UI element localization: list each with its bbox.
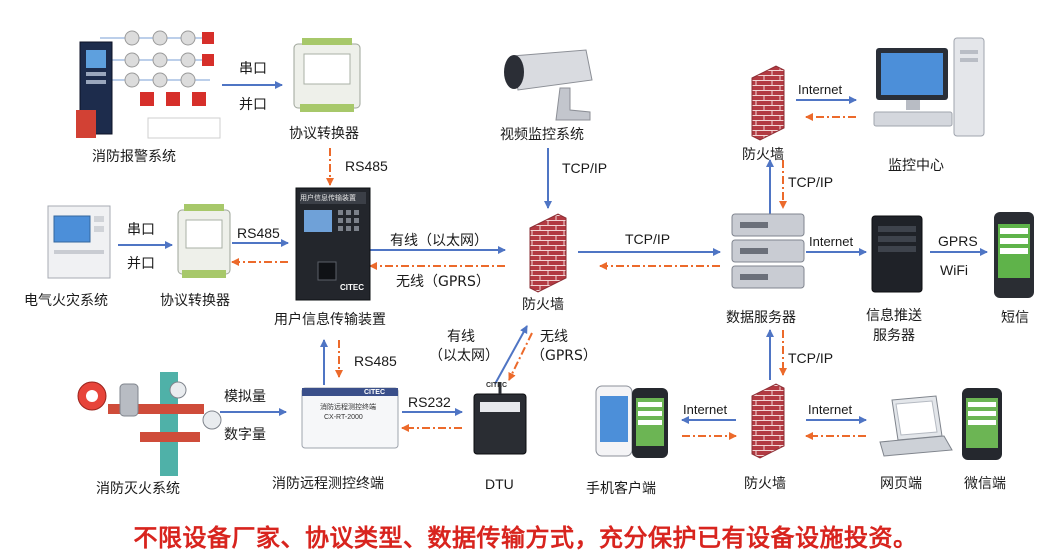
link-dtu-to-firewall-mid [494,325,533,385]
link-label-tcpip-video: TCP/IP [562,160,608,176]
label-electric-fire: 电气火灾系统 [24,293,108,309]
footer-slogan: 不限设备厂家、协议类型、数据传输方式，充分保护已有设备设施投资。 [133,524,918,552]
label-dtu: DTU [485,476,514,492]
data-server-image [731,213,805,289]
label-extinguish: 消防灭火系统 [96,481,180,497]
link-label-rs232: RS232 [408,394,451,410]
link-label-internet-push: Internet [809,234,854,249]
link-label-wired-2: （以太网） [429,348,499,364]
link-firewall-top-to-monitor [796,96,857,121]
link-firewall-bottom-to-mobile [681,416,737,440]
label-push-server-1: 信息推送 [866,308,922,324]
link-label-wired-eth: 有线（以太网） [390,233,488,249]
label-wechat: 微信端 [964,476,1006,492]
terminal-model-text: CX-RT-2000 [324,414,363,421]
video-camera-image [504,49,593,121]
link-label-internet-mobile: Internet [683,402,728,417]
push-server-image [871,215,923,293]
panel-brand-text: CITEC [340,283,364,292]
link-label-wireless-2: （GPRS） [531,348,597,364]
link-label-serial-top: 串口 [239,61,267,77]
link-terminal-to-panel [320,339,343,385]
mobile-client-image [595,385,668,458]
label-user-device: 用户信息传输装置 [274,312,386,328]
link-panel-to-firewall-mid [369,246,506,270]
protocol-converter-top-image [293,38,361,112]
electric-fire-system-image [47,205,111,279]
link-label-tcpip-bottom: TCP/IP [788,350,834,366]
label-monitor-center: 监控中心 [888,158,944,174]
terminal-title-text: 消防远程测控终端 [320,403,376,411]
link-firewall-bottom-to-server [766,329,787,380]
label-remote-terminal: 消防远程测控终端 [272,476,384,492]
link-label-rs485-left: RS485 [237,225,280,241]
terminal-brand-text: CITEC [364,389,385,396]
label-firewall-top: 防火墙 [742,147,784,163]
link-label-wired-1: 有线 [447,329,475,345]
wechat-phone-image [962,388,1002,460]
protocol-converter-left-image [177,204,231,278]
link-firewall-mid-to-server [578,248,721,270]
link-firewall-bottom-to-web [805,416,867,440]
link-label-tcpip-mid: TCP/IP [625,231,671,247]
label-firewall-mid: 防火墙 [522,297,564,313]
link-server-to-firewall-top [766,159,787,215]
label-video: 视频监控系统 [500,127,584,143]
link-terminal-to-dtu [401,408,463,432]
label-mobile-client: 手机客户端 [586,481,656,497]
link-label-gprs: GPRS [938,233,978,249]
dtu-brand-text: CITEC [486,382,507,389]
web-laptop-image [879,395,953,457]
remote-terminal-image [301,387,399,449]
link-label-parallel-left: 并口 [127,256,155,272]
monitor-center-image [873,37,985,137]
firewall-bottom-image [751,383,785,459]
label-protocol-converter-top: 协议转换器 [289,126,359,142]
link-converter-left-to-panel [231,239,289,266]
link-label-parallel-top: 并口 [239,97,267,113]
user-info-device-image [295,187,371,301]
link-label-rs485-top: RS485 [345,158,388,174]
link-label-internet-web: Internet [808,402,853,417]
panel-title-text: 用户信息传输装置 [300,194,356,202]
link-label-wifi: WiFi [940,262,968,278]
link-label-digital: 数字量 [224,427,266,443]
label-web: 网页端 [880,476,922,492]
label-firewall-bottom: 防火墙 [744,476,786,492]
extinguish-system-image [77,372,222,476]
label-fire-alarm: 消防报警系统 [92,149,176,165]
fire-alarm-system-image [76,30,221,139]
link-label-rs485-bottom: RS485 [354,353,397,369]
link-label-internet-monitor: Internet [798,82,843,97]
sms-phone-image [994,212,1034,298]
firewall-top-image [751,65,785,141]
link-label-tcpip-firewall-top: TCP/IP [788,174,834,190]
firewall-mid-image [529,213,567,293]
link-label-wireless-gprs: 无线（GPRS） [396,274,490,290]
link-label-analog: 模拟量 [224,389,266,405]
label-push-server-2: 服务器 [873,328,915,344]
label-protocol-converter-left: 协议转换器 [160,293,230,309]
link-label-wireless-1: 无线 [540,329,568,345]
label-data-server: 数据服务器 [726,310,796,326]
label-sms: 短信 [1001,310,1029,326]
link-label-serial-left: 串口 [127,222,155,238]
dtu-image [473,382,527,455]
